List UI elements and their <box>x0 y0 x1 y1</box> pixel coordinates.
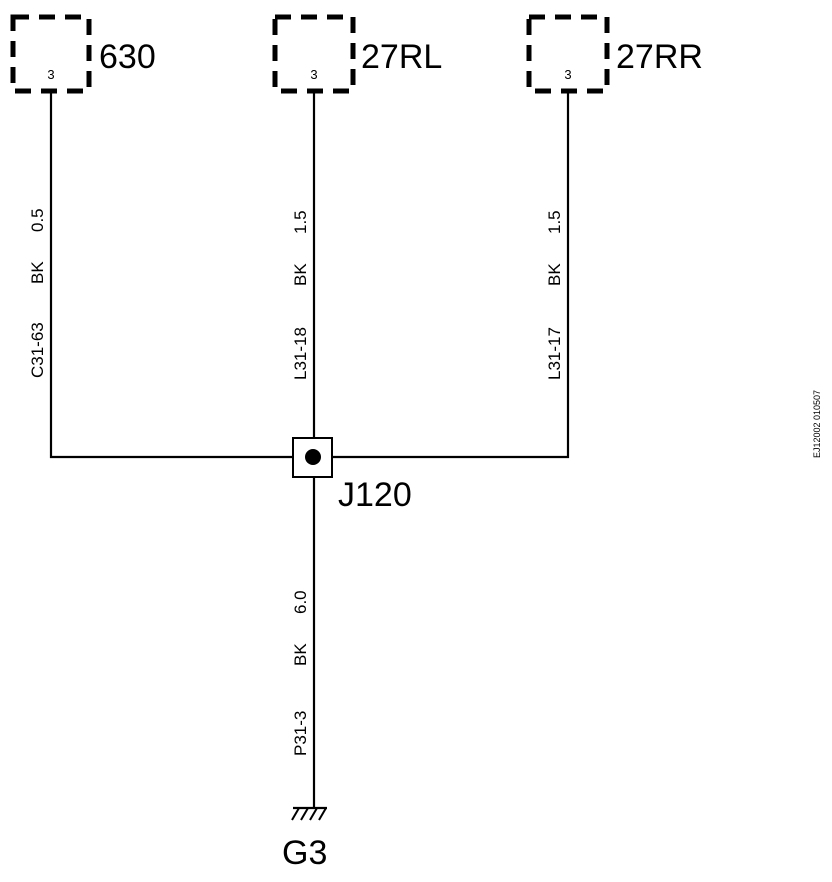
wire-c31-63 <box>49 91 293 459</box>
reference-code: EJ12002 010507 <box>812 390 822 458</box>
connector-27rl-pin: 3 <box>310 67 317 82</box>
wire-label-c31-63: C31-63 BK 0.5 <box>28 208 47 378</box>
reference-code-text: EJ12002 010507 <box>812 390 822 458</box>
connector-630-label: 630 <box>99 38 156 76</box>
wire-circuit-c31-63: C31-63 <box>28 322 47 378</box>
junction-label: J120 <box>338 476 412 514</box>
wire-circuit-p31-3: P31-3 <box>291 711 310 756</box>
wire-label-l31-17: L31-17 BK 1.5 <box>545 210 564 380</box>
connector-27rl: 3 27RL <box>272 14 442 94</box>
wire-l31-17 <box>333 91 570 459</box>
wire-label-p31-3: P31-3 BK 6.0 <box>291 590 310 756</box>
connector-630: 3 630 <box>10 14 156 94</box>
ground-hatch-1 <box>291 807 300 821</box>
wire-color-p31-3: BK <box>291 643 310 666</box>
ground-hatch-4 <box>318 807 327 821</box>
ground-hatch-2 <box>300 807 309 821</box>
connector-27rr-pin: 3 <box>564 67 571 82</box>
connector-27rl-label: 27RL <box>361 38 442 76</box>
wire-color-l31-18: BK <box>291 263 310 286</box>
junction-dot <box>305 449 321 465</box>
ground-hatch-3 <box>309 807 318 821</box>
wire-color-l31-17: BK <box>545 263 564 286</box>
connector-27rr-label: 27RR <box>616 38 703 76</box>
ground-label: G3 <box>282 834 327 872</box>
ground-g3: G3 <box>282 806 327 872</box>
wire-label-l31-18: L31-18 BK 1.5 <box>291 210 310 380</box>
wire-gauge-l31-18: 1.5 <box>291 210 310 234</box>
wire-circuit-l31-18: L31-18 <box>291 327 310 380</box>
connector-27rr: 3 27RR <box>526 14 703 94</box>
wire-circuit-l31-17: L31-17 <box>545 327 564 380</box>
wire-color-c31-63: BK <box>28 261 47 284</box>
junction-box <box>292 437 333 478</box>
wire-gauge-p31-3: 6.0 <box>291 590 310 614</box>
connector-630-pin: 3 <box>47 67 54 82</box>
wire-gauge-l31-17: 1.5 <box>545 210 564 234</box>
junction-j120: J120 <box>292 437 412 514</box>
wire-gauge-c31-63: 0.5 <box>28 208 47 232</box>
